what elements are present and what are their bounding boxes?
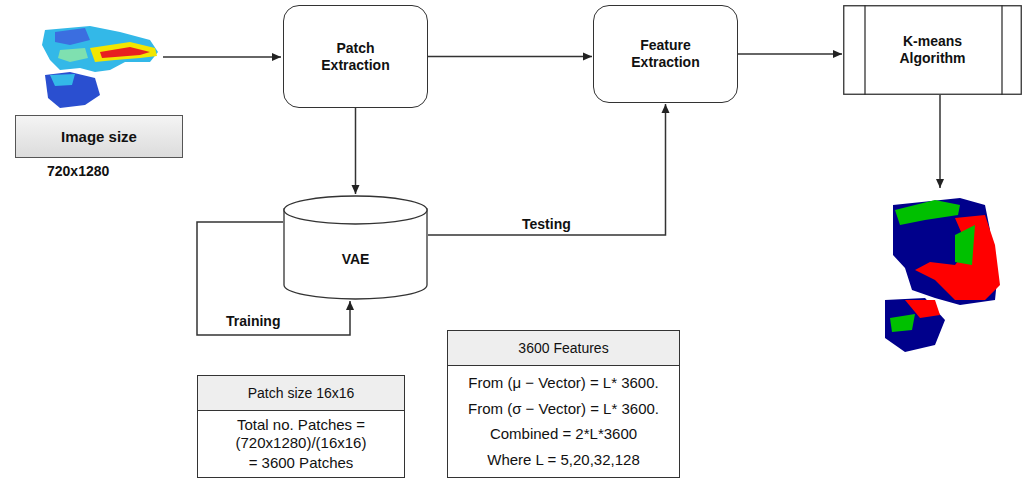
edge-label: Testing [519, 216, 574, 233]
node-label: Feature Extraction [616, 37, 716, 71]
edge-label: Training [223, 313, 283, 330]
table-cell: Total no. Patches = (720x1280)/(16x16) [206, 416, 396, 452]
table-body: Total no. Patches = (720x1280)/(16x16) = … [198, 411, 404, 477]
info-table: 3600 FeaturesFrom (μ − Vector) = L* 3600… [447, 330, 680, 478]
connector-arrow [355, 108, 357, 194]
connector-arrow [428, 56, 592, 58]
table-cell: From (σ − Vector) = L* 3600. [468, 400, 659, 418]
info-table: Patch size 16x16Total no. Patches = (720… [197, 375, 405, 478]
connector-arrow [738, 53, 842, 55]
segmented-output [885, 198, 1000, 352]
input-arrow [163, 56, 281, 58]
process-box: Patch Extraction [283, 5, 428, 108]
header-box: Image size [15, 115, 183, 158]
table-body: From (μ − Vector) = L* 3600. From (σ − Ve… [448, 366, 679, 477]
node-label: VAE [342, 251, 370, 268]
node-label: Patch Extraction [306, 40, 406, 74]
process-box: Feature Extraction [593, 5, 738, 103]
database-cylinder: VAE [283, 195, 428, 300]
connector-arrow [428, 104, 666, 235]
dimension-label: 720x1280 [47, 163, 109, 180]
node-label: Image size [61, 128, 137, 145]
output-arrow [939, 95, 941, 188]
node-label: K-means Algorithm [888, 33, 978, 67]
table-cell: From (μ − Vector) = L* 3600. [468, 374, 658, 392]
table-cell: Where L = 5,20,32,128 [487, 451, 639, 469]
table-cell: = 3600 Patches [249, 454, 354, 472]
table-heading: Patch size 16x16 [248, 385, 355, 401]
cylinder-outline [283, 195, 428, 300]
table-header: 3600 Features [448, 331, 679, 366]
table-cell: Combined = 2*L*3600 [490, 425, 637, 443]
table-header: Patch size 16x16 [198, 376, 404, 411]
table-heading: 3600 Features [518, 340, 608, 356]
predefined-process-box: K-means Algorithm [843, 5, 1022, 95]
input-heatmap [42, 26, 158, 108]
